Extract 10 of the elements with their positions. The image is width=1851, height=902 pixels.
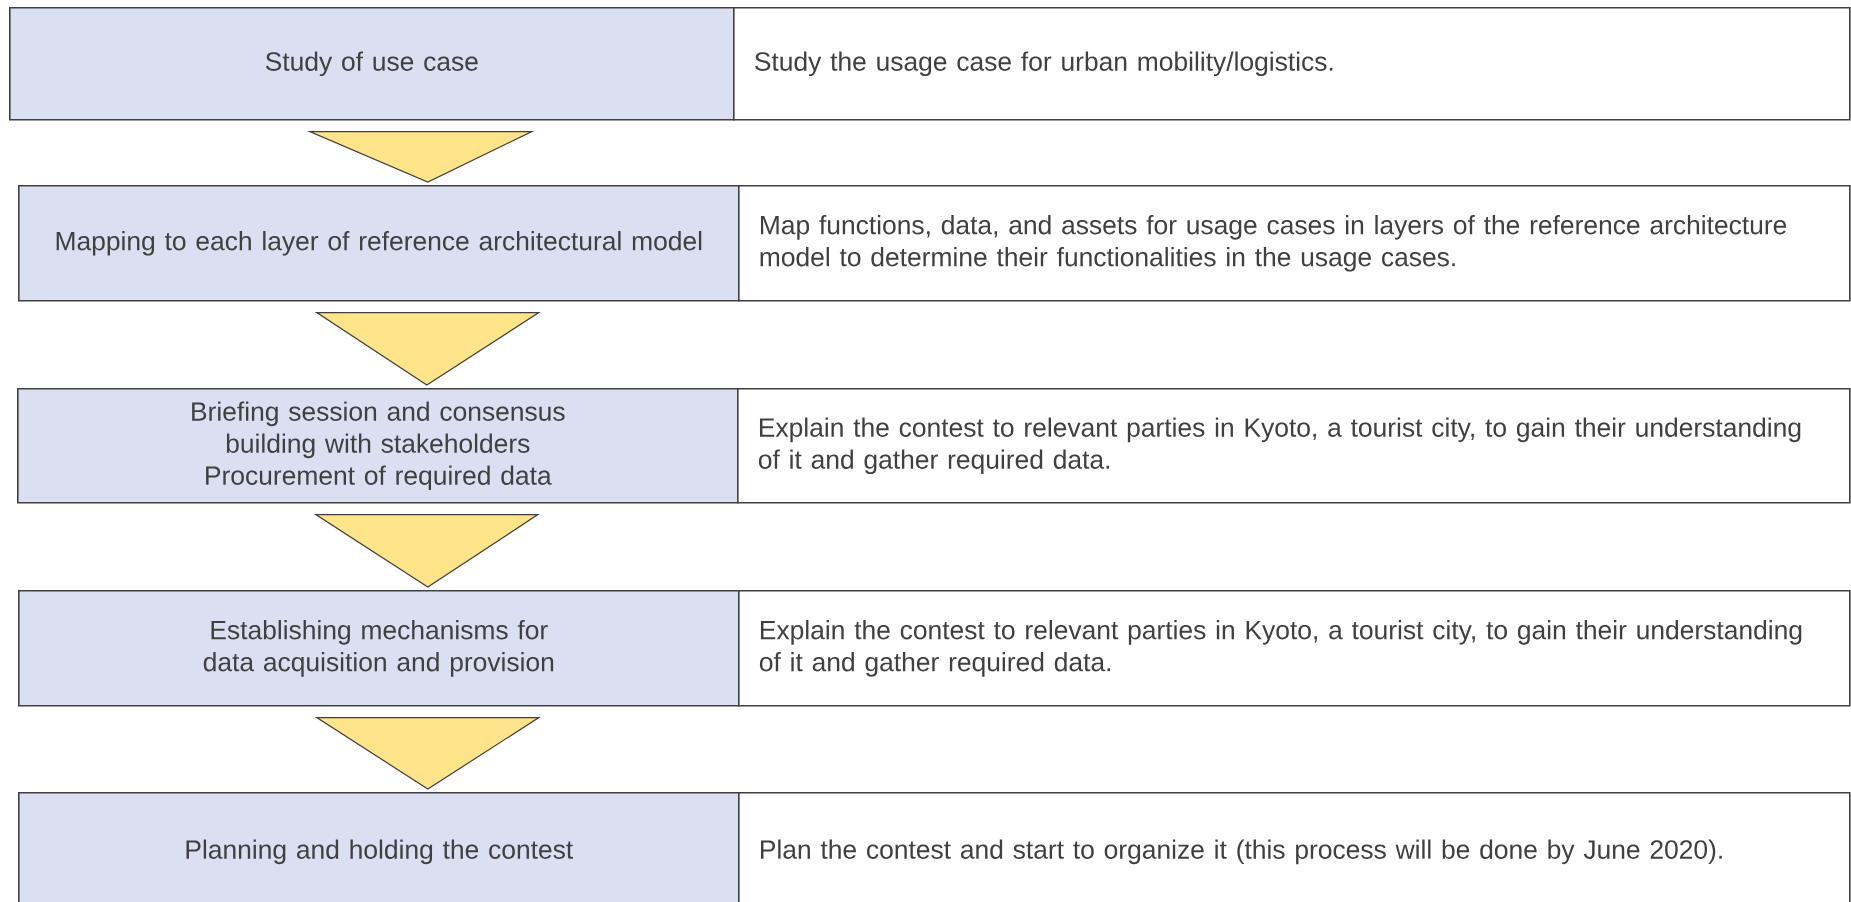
step-box: Establishing mechanisms for data acquisition and provision bbox=[18, 590, 740, 707]
description-box: Explain the contest to relevant parties in Kyoto, a tourist city, to gain their understanding of it and gather required data. bbox=[737, 388, 1851, 504]
step-box: Study of use case bbox=[9, 7, 735, 121]
step-box: Planning and holding the contest bbox=[18, 792, 740, 902]
description-box: Map functions, data, and assets for usage cases in layers of the reference architecture model to determine their functionalities in the usage cases. bbox=[738, 185, 1851, 302]
step-box: Mapping to each layer of reference architectural model bbox=[18, 185, 740, 302]
description-box: Explain the contest to relevant parties in Kyoto, a tourist city, to gain their understanding of it and gather required data. bbox=[738, 590, 1851, 707]
description-box: Study the usage case for urban mobility/logistics. bbox=[733, 7, 1851, 121]
step-box: Briefing session and consensus building with stakeholders Procurement of required data bbox=[17, 388, 739, 504]
description-box: Plan the contest and start to organize it (this process will be done by June 2020). bbox=[738, 792, 1851, 902]
